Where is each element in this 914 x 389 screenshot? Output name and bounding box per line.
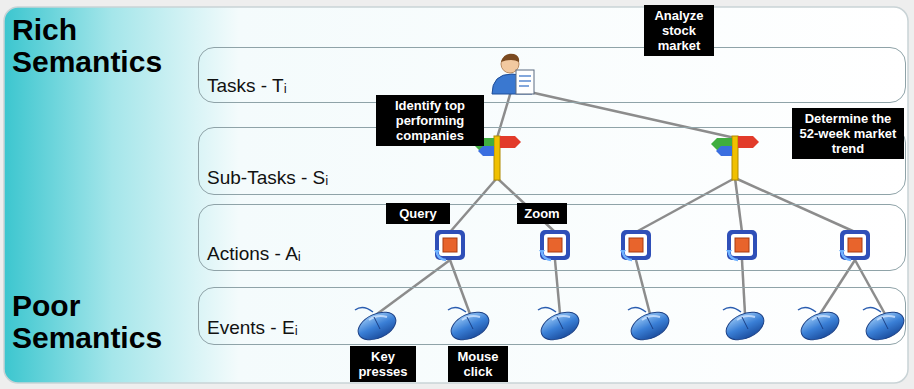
- annotation-text: Query: [399, 206, 437, 221]
- subtask-label: Identify top performing companies: [376, 95, 484, 146]
- event-label: Mouse click: [448, 346, 508, 382]
- event-band: Events - Eᵢ: [198, 287, 906, 345]
- action-label: Zoom: [517, 203, 567, 224]
- annotation-text: Key presses: [358, 349, 407, 379]
- level-name: Tasks - Tᵢ: [207, 75, 287, 97]
- level-name: Sub-Tasks - Sᵢ: [207, 167, 328, 189]
- annotation-text: Zoom: [524, 206, 559, 221]
- annotation-text: Identify top performing companies: [395, 98, 465, 143]
- action-label: Query: [386, 203, 450, 224]
- annotation-text: Determine the 52-week market trend: [800, 111, 897, 156]
- task-band: Tasks - Tᵢ: [198, 47, 906, 103]
- semantics-heading: Poor Semantics: [12, 290, 197, 354]
- task-label: Analyze stock market: [644, 5, 714, 56]
- semantics-heading: Rich Semantics: [12, 14, 197, 78]
- person-icon: [492, 54, 534, 94]
- annotation-text: Analyze stock market: [654, 8, 703, 53]
- level-name: Actions - Aᵢ: [207, 243, 301, 265]
- subtask-label: Determine the 52-week market trend: [792, 108, 904, 159]
- annotation-text: Mouse click: [457, 349, 498, 379]
- level-name: Events - Eᵢ: [207, 317, 298, 339]
- event-label: Key presses: [350, 346, 416, 382]
